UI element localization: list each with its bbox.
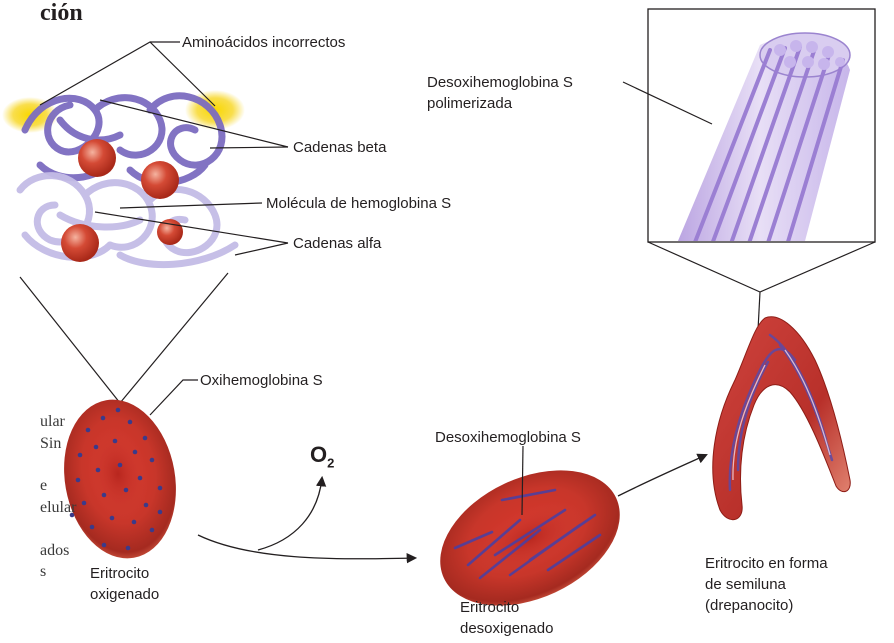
label-deoxygenated-erythrocyte-line2: desoxigenado bbox=[460, 618, 553, 639]
label-deoxygenated-erythrocyte-line1: Eritrocito bbox=[460, 597, 519, 618]
hemoglobin-s-molecule-illustration bbox=[2, 90, 245, 265]
label-incorrect-amino-acids: Aminoácidos incorrectos bbox=[182, 32, 345, 53]
polymerized-fiber-inset bbox=[648, 9, 875, 330]
margin-text-line2: Sin bbox=[40, 435, 61, 453]
label-alpha-chains: Cadenas alfa bbox=[293, 233, 381, 254]
label-sickle-erythrocyte-line1: Eritrocito en forma bbox=[705, 553, 828, 574]
label-oxyhemoglobin-s: Oxihemoglobina S bbox=[200, 370, 323, 391]
section-heading: ción bbox=[40, 0, 83, 28]
oxygen-symbol: O2 bbox=[310, 442, 334, 470]
oxygen-symbol-subscript: 2 bbox=[327, 455, 334, 470]
label-polymerized-deoxyhemoglobin-line2: polimerizada bbox=[427, 93, 512, 114]
label-oxygenated-erythrocyte-line2: oxigenado bbox=[90, 584, 159, 605]
oxygen-release-arrow bbox=[258, 478, 322, 550]
oxygen-symbol-letter: O bbox=[310, 442, 327, 467]
margin-text-line6: s bbox=[40, 563, 46, 581]
label-beta-chains: Cadenas beta bbox=[293, 137, 386, 158]
sickle-erythrocyte bbox=[713, 317, 850, 520]
deoxygenated-erythrocyte bbox=[419, 443, 642, 632]
label-oxygenated-erythrocyte-line1: Eritrocito bbox=[90, 563, 149, 584]
margin-text-line1: ular bbox=[40, 413, 65, 431]
deoxygenation-arrow bbox=[198, 535, 415, 559]
margin-text-line4: elular bbox=[40, 499, 76, 517]
margin-text-line5: ados bbox=[40, 542, 69, 560]
margin-text-line3: e bbox=[40, 477, 47, 495]
sickling-arrow bbox=[618, 455, 706, 496]
label-sickle-erythrocyte-line2: de semiluna bbox=[705, 574, 786, 595]
label-deoxyhemoglobin-s: Desoxihemoglobina S bbox=[435, 427, 581, 448]
label-polymerized-deoxyhemoglobin-line1: Desoxihemoglobina S bbox=[427, 72, 573, 93]
label-sickle-erythrocyte-line3: (drepanocito) bbox=[705, 595, 793, 616]
label-hemoglobin-s-molecule: Molécula de hemoglobina S bbox=[266, 193, 451, 214]
oxyhemoglobin-leader bbox=[150, 380, 198, 415]
oxygenated-erythrocyte bbox=[52, 391, 188, 568]
